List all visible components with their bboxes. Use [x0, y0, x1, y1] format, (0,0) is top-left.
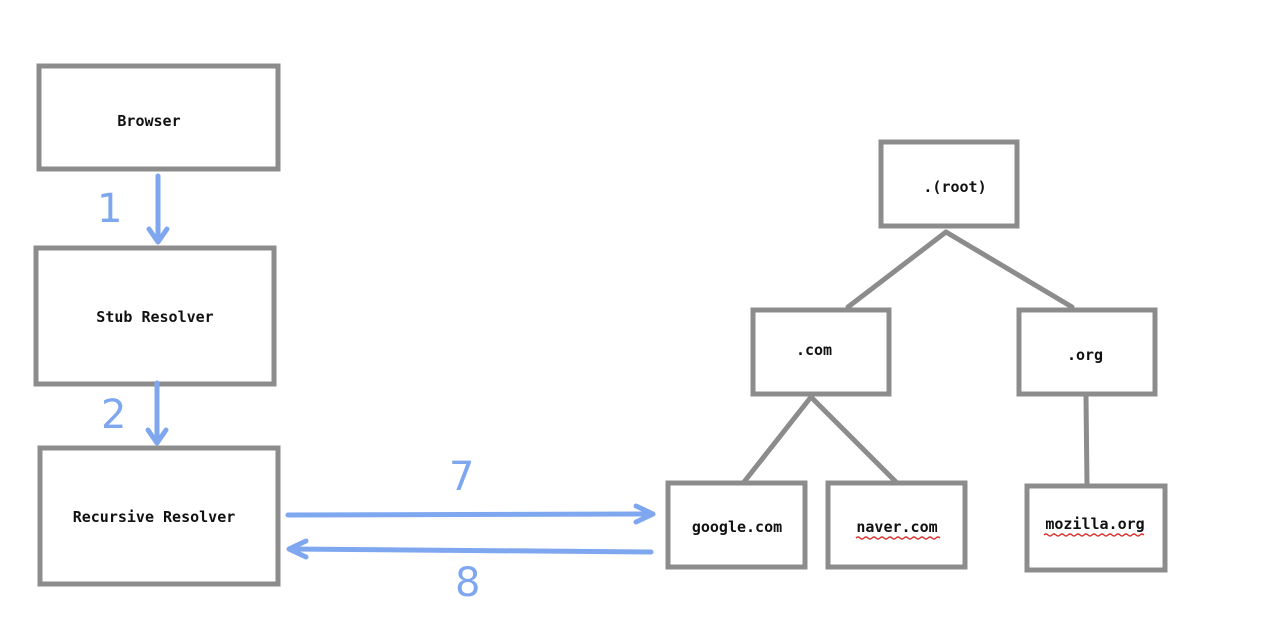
step-7-label: 7 — [449, 454, 474, 500]
arrow-recursive-to-google — [285, 503, 656, 525]
arrow-browser-to-stub — [146, 173, 170, 245]
mozilla-label: mozilla.org — [1045, 515, 1144, 533]
spellcheck-underline — [855, 536, 941, 540]
arrow-google-to-recursive — [286, 538, 654, 560]
browser-node: Browser — [36, 63, 281, 172]
com-label: .com — [796, 341, 832, 359]
edge-root-org — [943, 229, 1075, 310]
edge-org-mozilla — [1083, 394, 1090, 488]
step-8-label: 8 — [455, 560, 480, 606]
org-label: .org — [1067, 346, 1103, 364]
step-1-label: 1 — [97, 186, 122, 232]
google-node: google.com — [665, 480, 808, 570]
recursive-resolver-node: Recursive Resolver — [37, 445, 281, 587]
edge-com-google — [741, 394, 814, 485]
stub-resolver-node: Stub Resolver — [33, 245, 277, 387]
spellcheck-underline — [1043, 533, 1145, 537]
browser-label: Browser — [117, 112, 180, 130]
stub-resolver-label: Stub Resolver — [96, 308, 213, 326]
google-label: google.com — [692, 518, 782, 536]
com-node: .com — [750, 307, 892, 397]
step-2-label: 2 — [101, 392, 126, 438]
edge-com-naver — [808, 394, 899, 485]
naver-node: naver.com — [825, 480, 968, 570]
naver-label: naver.com — [856, 518, 937, 536]
arrow-stub-to-recursive — [145, 380, 169, 446]
recursive-resolver-label: Recursive Resolver — [73, 508, 236, 526]
root-node: .(root) — [878, 139, 1020, 229]
root-label: .(root) — [923, 178, 986, 196]
edge-root-com — [845, 229, 949, 310]
mozilla-node: mozilla.org — [1024, 483, 1168, 573]
org-node: .org — [1016, 307, 1158, 397]
